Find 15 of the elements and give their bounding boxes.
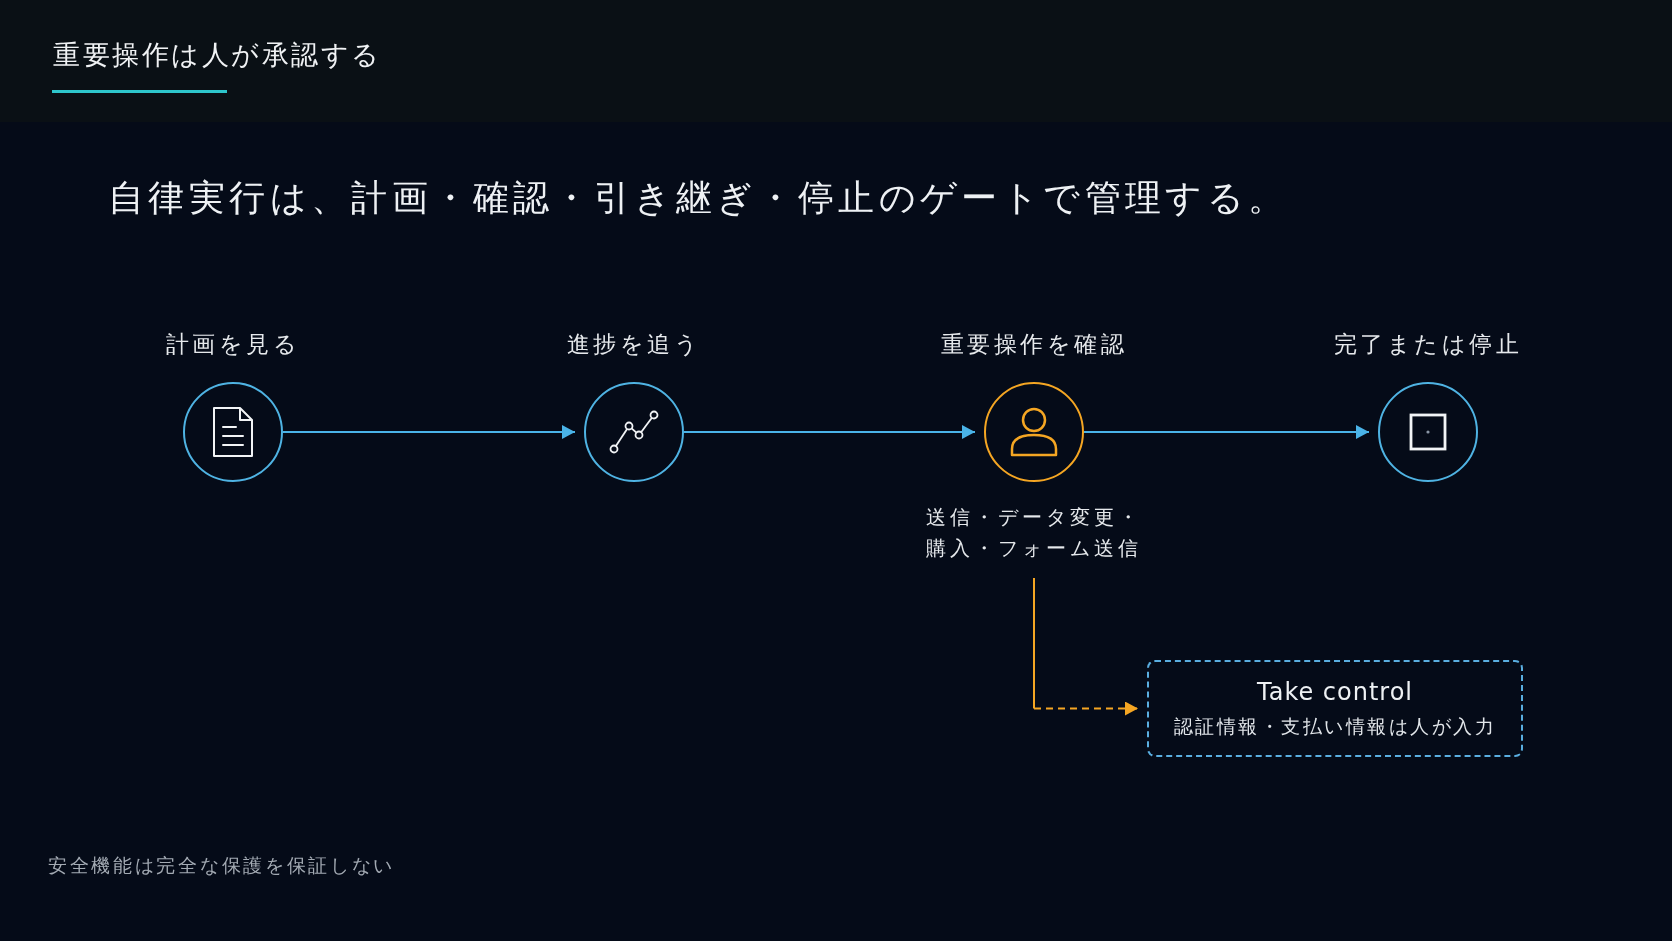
callout-text: 認証情報・支払い情報は人が入力 bbox=[1173, 714, 1497, 739]
step-label: 完了または停止 bbox=[1333, 330, 1523, 358]
step-label: 重要操作を確認 bbox=[940, 330, 1128, 358]
step-caption: 送信・データ変更・購入・フォーム送信 bbox=[925, 504, 1143, 562]
callout-heading: Take control bbox=[1257, 677, 1413, 707]
step-label: 進捗を追う bbox=[566, 330, 702, 358]
flow-arrow bbox=[1033, 577, 1139, 716]
flow-arrow bbox=[1083, 425, 1370, 439]
footnote-text: 安全機能は完全な保護を保証しない bbox=[48, 853, 396, 878]
flow-arrow bbox=[282, 425, 576, 439]
page-title: 重要操作は人が承認する bbox=[53, 38, 382, 72]
subtitle-text: 自律実行は、計画・確認・引き継ぎ・停止のゲートで管理する。 bbox=[108, 176, 1289, 220]
callout-box bbox=[1147, 660, 1523, 757]
flow-arrow bbox=[683, 425, 976, 439]
step-label: 計画を見る bbox=[165, 330, 301, 358]
